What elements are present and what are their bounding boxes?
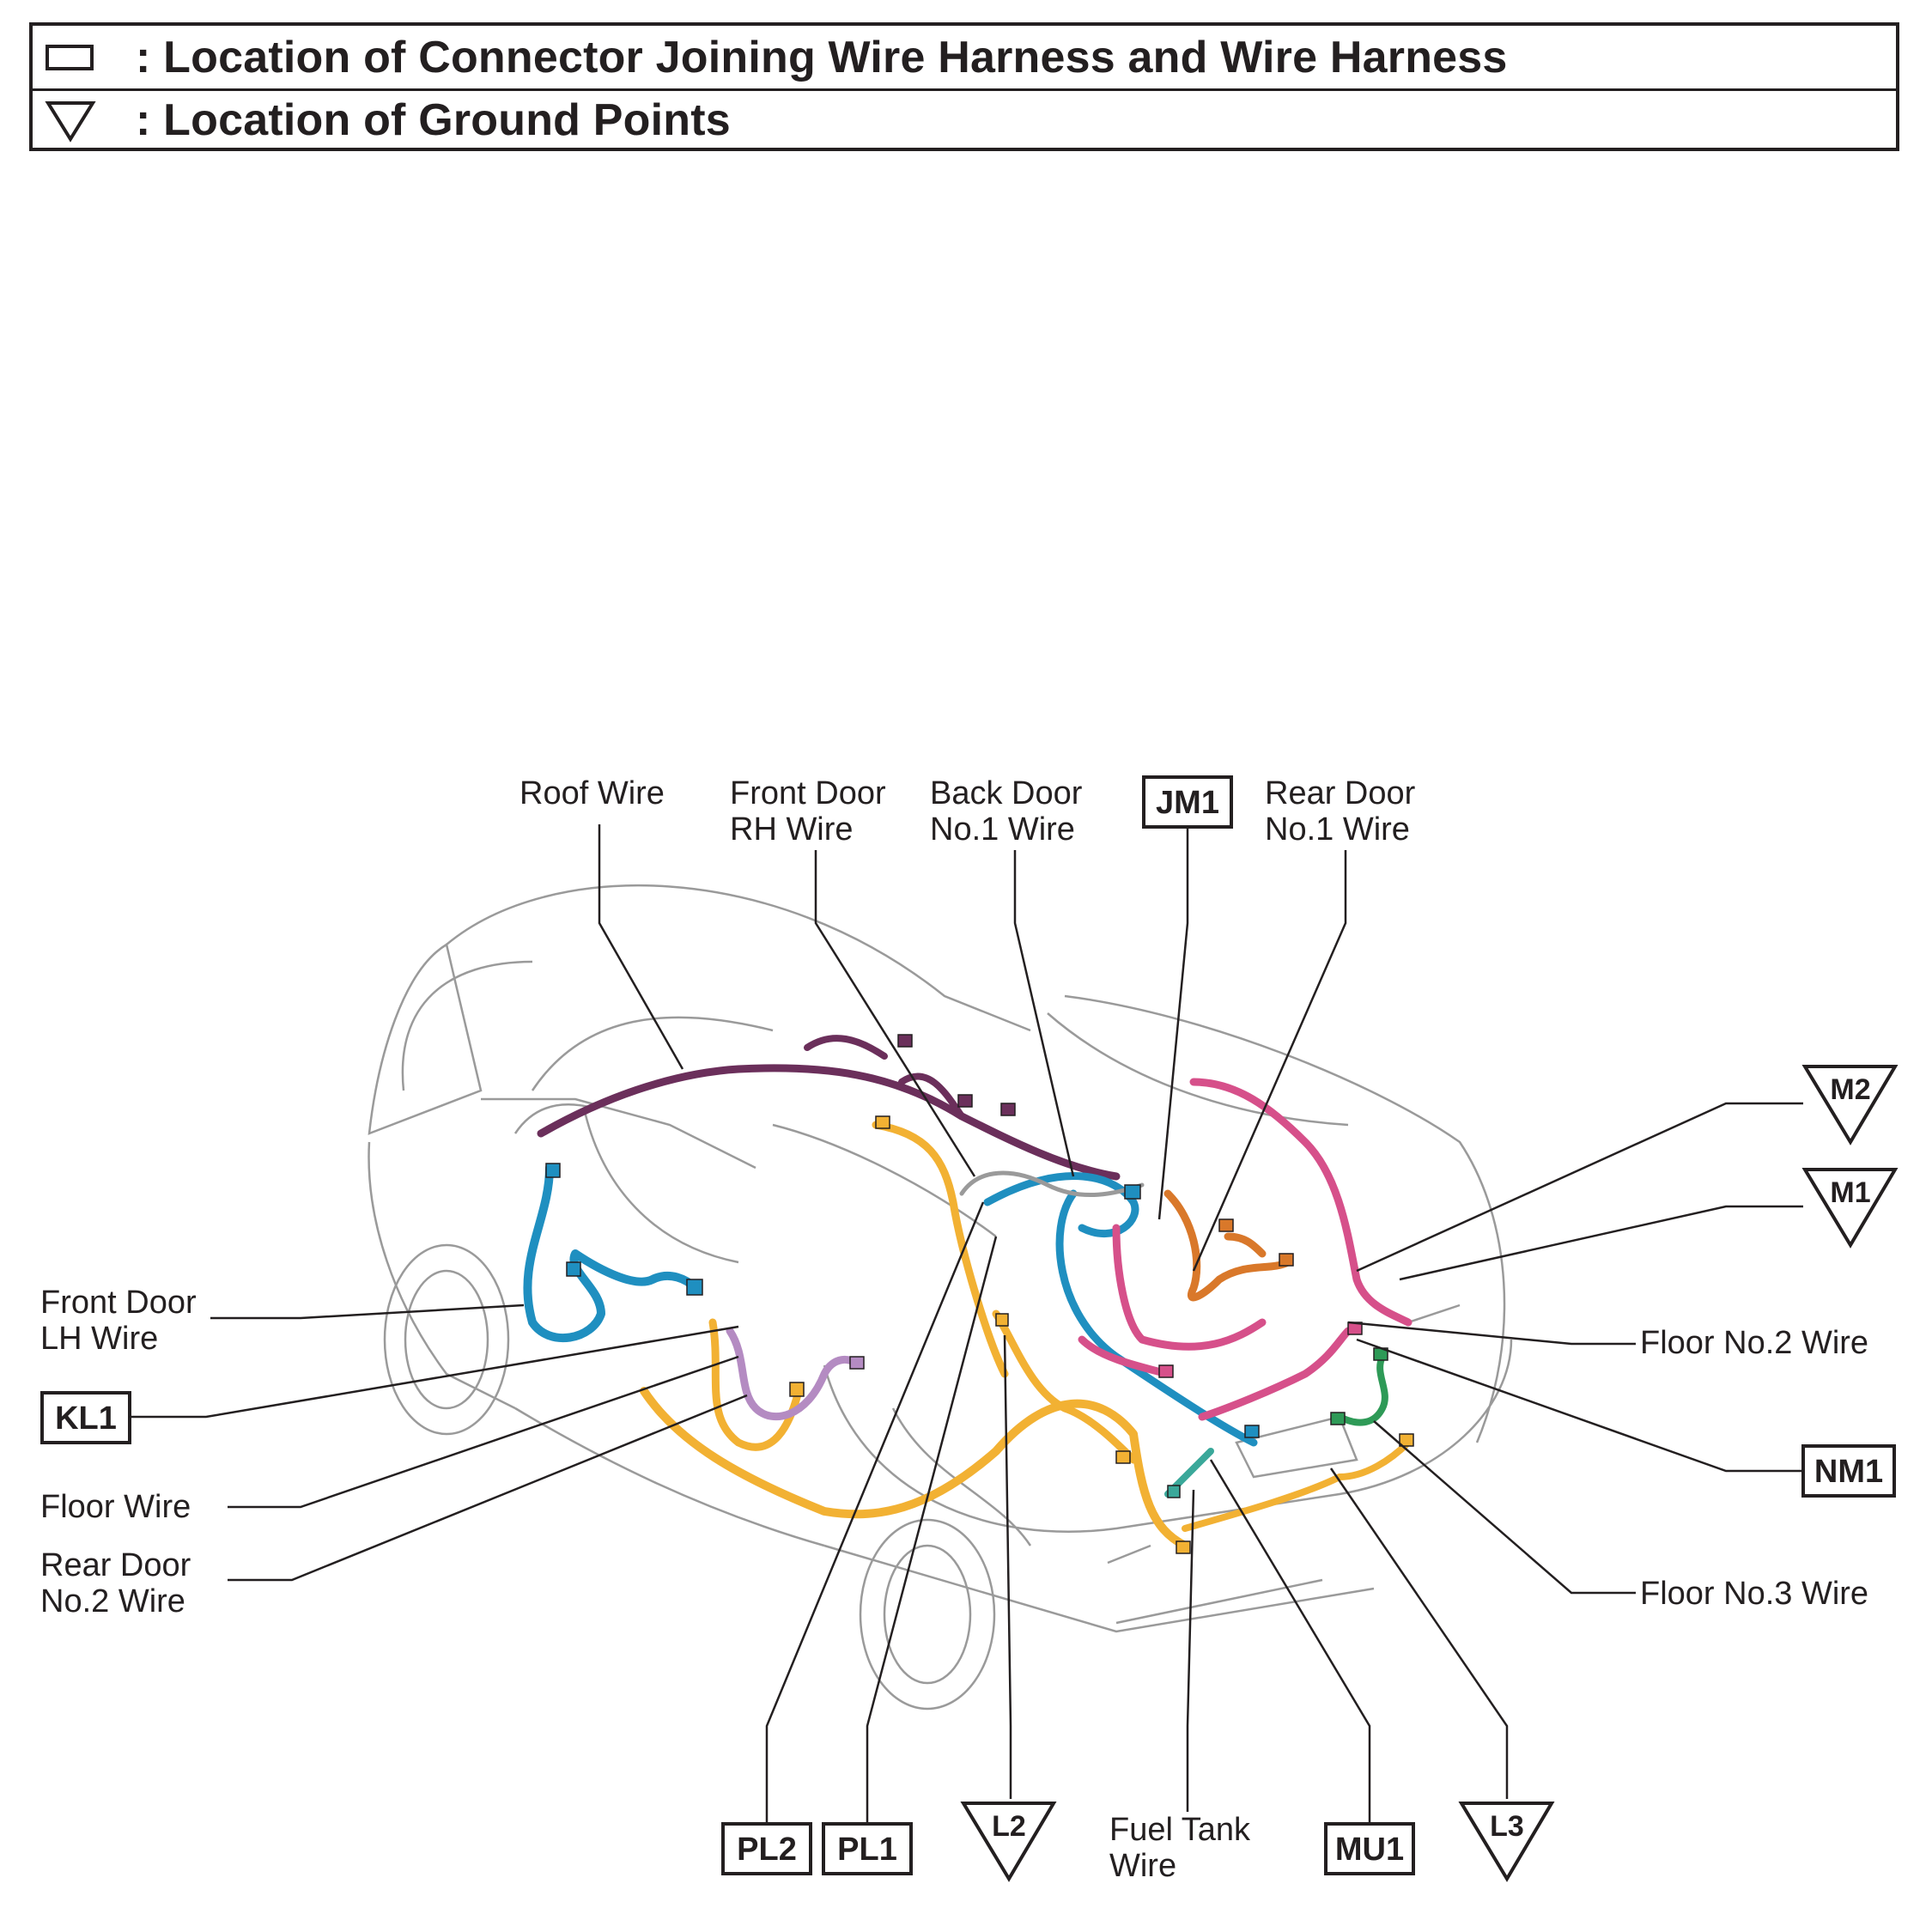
legend: : Location of Connector Joining Wire Har…	[29, 22, 1899, 151]
connector-icon	[897, 1034, 913, 1048]
back-door-no1-wire-label-line2: No.1 Wire	[930, 811, 1075, 848]
ground-m1-icon	[1801, 1168, 1899, 1249]
connector-icon	[1167, 1485, 1181, 1498]
rear-door-no1-wire-harness	[1163, 1189, 1292, 1302]
connector-icon	[686, 1279, 703, 1296]
connector-jm1-box: JM1	[1142, 775, 1233, 829]
ground-l3-icon	[1458, 1802, 1555, 1882]
fuel-tank-wire-label-line1: Fuel Tank	[1109, 1812, 1251, 1848]
ground-l2-icon	[960, 1802, 1057, 1882]
connector-icon	[1176, 1540, 1191, 1554]
floor-wire-rear	[1182, 1439, 1412, 1532]
roof-wire-label: Roof Wire	[519, 775, 665, 811]
ground-m2-label: M2	[1830, 1073, 1871, 1106]
floor-wire-harness	[640, 1387, 1189, 1550]
front-door-lh-wire-label-line1: Front Door	[40, 1285, 197, 1321]
rear-door-no1-wire-label-line1: Rear Door	[1265, 775, 1416, 811]
connector-icon	[1124, 1184, 1141, 1200]
ground-symbol-icon	[33, 98, 136, 143]
connector-icon	[566, 1261, 581, 1277]
connector-icon	[1115, 1450, 1131, 1464]
legend-connector-row: : Location of Connector Joining Wire Har…	[33, 26, 1896, 91]
leader-lines	[129, 824, 1803, 1833]
front-door-lh-wire-harness	[523, 1164, 700, 1342]
connector-kl1-box: KL1	[40, 1391, 131, 1444]
rear-door-no2-wire-harness	[726, 1327, 863, 1421]
ground-m2-icon	[1801, 1065, 1899, 1145]
front-door-lh-wire-label-line2: LH Wire	[40, 1321, 159, 1357]
fuel-tank-wire-label-line2: Wire	[1109, 1848, 1177, 1884]
legend-ground-text: : Location of Ground Points	[136, 94, 731, 145]
rear-door-no1-wire-label-line2: No.1 Wire	[1265, 811, 1410, 848]
connector-icon	[789, 1382, 805, 1397]
ground-l3-label: L3	[1490, 1810, 1524, 1843]
ground-l2-label: L2	[992, 1810, 1026, 1843]
connector-icon	[1244, 1425, 1260, 1438]
roof-wire-branch	[804, 1035, 965, 1120]
connector-icon	[545, 1163, 561, 1178]
floor-wire-label: Floor Wire	[40, 1489, 191, 1525]
connector-icon	[1279, 1253, 1294, 1267]
connector-icon	[875, 1115, 890, 1129]
wire-grey-branch	[959, 1170, 1145, 1197]
connector-pl1-box: PL1	[822, 1822, 913, 1875]
front-door-rh-wire-label-line1: Front Door	[730, 775, 886, 811]
connector-icon	[1158, 1364, 1174, 1378]
floor-no3-wire-harness	[1336, 1353, 1388, 1426]
connector-icon	[1218, 1218, 1234, 1232]
front-door-rh-wire-label-line2: RH Wire	[730, 811, 854, 848]
connector-icon	[995, 1313, 1009, 1327]
roof-wire-harness	[537, 1064, 1121, 1181]
floor-no2-wire-harness	[1078, 1078, 1413, 1421]
connector-icon	[1399, 1433, 1414, 1447]
legend-connector-text: : Location of Connector Joining Wire Har…	[136, 32, 1508, 82]
connector-icon	[1000, 1103, 1016, 1116]
floor-no2-wire-label: Floor No.2 Wire	[1640, 1325, 1869, 1361]
rear-door-no2-wire-label-line2: No.2 Wire	[40, 1583, 185, 1619]
connector-pl2-box: PL2	[721, 1822, 812, 1875]
connector-icon	[849, 1356, 865, 1370]
legend-ground-row: : Location of Ground Points	[33, 88, 1896, 151]
ground-m1-label: M1	[1830, 1176, 1871, 1209]
connector-icon	[1330, 1412, 1346, 1425]
connector-mu1-box: MU1	[1324, 1822, 1415, 1875]
connector-symbol-icon	[33, 42, 136, 73]
back-door-no1-wire-label-line1: Back Door	[930, 775, 1083, 811]
floor-no3-wire-label: Floor No.3 Wire	[1640, 1576, 1869, 1612]
connector-icon	[957, 1094, 973, 1108]
rear-door-no2-wire-label-line1: Rear Door	[40, 1547, 191, 1583]
front-door-rh-wire-harness	[983, 1172, 1258, 1447]
car-outline-icon	[368, 884, 1513, 1711]
connector-nm1-box: NM1	[1801, 1444, 1896, 1498]
